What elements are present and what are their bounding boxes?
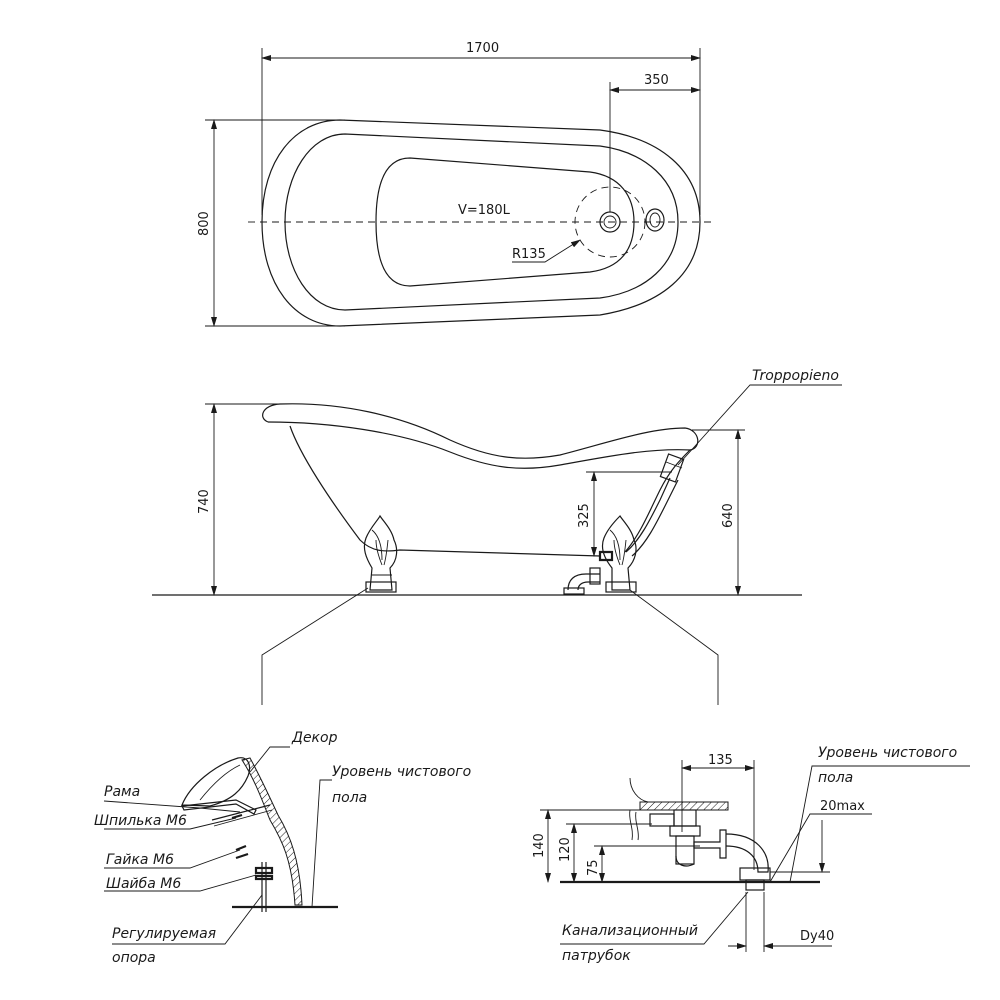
dim-rim-640: 640 [721, 503, 736, 528]
label-floor-line1-right: Уровень чистового [818, 745, 957, 761]
detail-drain: 135 140 120 75 20max Уровень чистового п… [532, 745, 970, 964]
volume-label: V=180L [458, 203, 511, 218]
overflow-icon [645, 208, 665, 232]
label-floor-line1: Уровень чистового [332, 764, 471, 780]
claw-foot-right [598, 515, 637, 593]
detail-callout-right [629, 589, 719, 705]
side-view: Troppopieno 740 325 640 [152, 368, 842, 705]
claw-foot-left [363, 514, 398, 593]
dim-140: 140 [532, 833, 547, 858]
label-pipe-line2: патрубок [562, 948, 631, 964]
dim-overflow-325: 325 [577, 503, 592, 528]
bathtub-side-rim [262, 403, 699, 459]
label-stud: Шпилька М6 [94, 813, 187, 829]
label-nut: Гайка М6 [106, 852, 174, 868]
radius-label: R135 [512, 247, 546, 262]
dim-height-740: 740 [197, 489, 212, 514]
label-support-line2: опора [112, 950, 156, 966]
dim-offset-350: 350 [644, 73, 669, 88]
top-view: 1700 350 800 V=180L R135 [197, 41, 714, 327]
frame-bar [181, 799, 257, 815]
label-decor: Декор [291, 730, 338, 746]
drain-trap [563, 567, 601, 595]
dim-120: 120 [558, 837, 573, 862]
label-floor-line2: пола [332, 790, 367, 806]
label-frame: Рама [104, 784, 140, 800]
stud-m6 [211, 804, 271, 821]
overflow-pipe [625, 453, 685, 557]
dim-width-135: 135 [708, 753, 733, 768]
decor-piece [181, 757, 251, 807]
drain-zone-circle [574, 186, 646, 258]
dim-75: 75 [586, 859, 601, 876]
bathtub-inner-rim [284, 133, 679, 311]
label-washer: Шайба М6 [106, 876, 181, 892]
tub-bottom-section [639, 801, 729, 811]
label-floor-line2-right: пола [818, 770, 853, 786]
dim-length-1700: 1700 [466, 41, 499, 56]
bathtub-wall-section [241, 757, 303, 906]
bathtub-outer-rim [261, 119, 701, 327]
label-support-line1: Регулируемая [112, 926, 216, 942]
dim-dy40: Dy40 [800, 929, 834, 944]
dim-20max: 20max [820, 799, 865, 814]
bathtub-side-body [289, 425, 601, 557]
overflow-label: Troppopieno [752, 368, 839, 384]
detail-foot-mounting: Декор Рама Шпилька М6 Гайка М6 Шайба М6 … [94, 730, 471, 966]
dim-width-800: 800 [197, 211, 212, 236]
label-pipe-line1: Канализационный [562, 923, 698, 939]
bathtub-basin [375, 157, 635, 287]
detail-callout-left [261, 587, 369, 705]
